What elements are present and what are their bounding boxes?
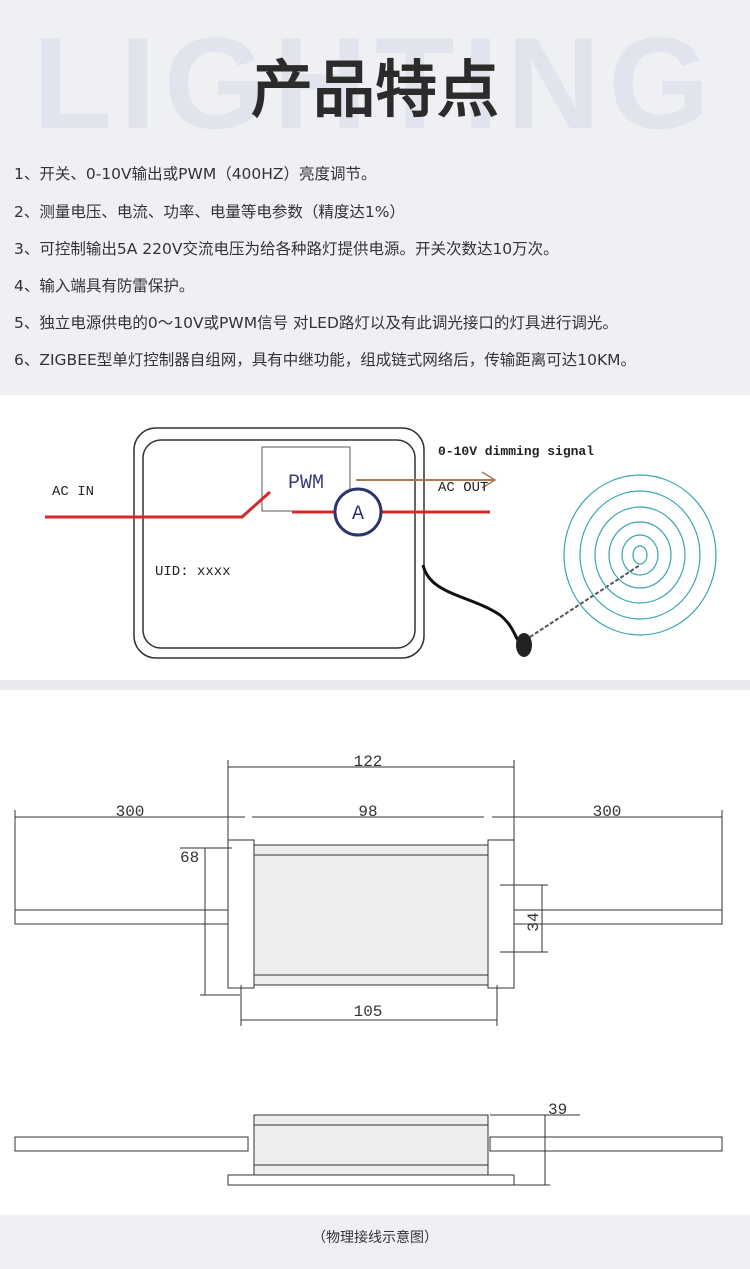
signal-label: 0-10V dimming signal bbox=[438, 444, 594, 459]
dim-300-right: 300 bbox=[593, 803, 622, 821]
dimension-drawing: 122 300 98 300 68 34 105 39 bbox=[0, 690, 750, 1215]
feature-item: 1、开关、0-10V输出或PWM（400HZ）亮度调节。 bbox=[14, 165, 377, 183]
wiring-diagram: PWM 0-10V dimming signal AC IN AC OUT A … bbox=[0, 395, 750, 680]
pwm-label: PWM bbox=[288, 472, 324, 495]
ammeter-label: A bbox=[352, 503, 364, 526]
dim-105: 105 bbox=[354, 1003, 383, 1021]
dim-68: 68 bbox=[180, 849, 199, 867]
feature-item: 5、独立电源供电的0～10V或PWM信号 对LED路灯以及有此调光接口的灯具进行… bbox=[14, 314, 618, 332]
ac-out-label: AC OUT bbox=[438, 480, 488, 496]
page-title: 产品特点 bbox=[250, 53, 499, 126]
dim-34: 34 bbox=[525, 912, 543, 931]
features-section: LIGHTING 产品特点 1、开关、0-10V输出或PWM（400HZ）亮度调… bbox=[0, 0, 750, 395]
caption: （物理接线示意图） bbox=[0, 1215, 750, 1269]
signal-waves-icon bbox=[563, 474, 717, 636]
ac-in-label: AC IN bbox=[52, 484, 94, 500]
uid-label: UID: xxxx bbox=[155, 564, 231, 580]
dim-39: 39 bbox=[548, 1101, 567, 1119]
divider bbox=[0, 680, 750, 690]
feature-item: 2、测量电压、电流、功率、电量等电参数（精度达1%） bbox=[14, 203, 405, 221]
feature-item: 4、输入端具有防雷保护。 bbox=[14, 277, 195, 295]
antenna-icon bbox=[516, 633, 532, 657]
feature-item: 3、可控制输出5A 220V交流电压为给各种路灯提供电源。开关次数达10万次。 bbox=[14, 240, 559, 258]
feature-item: 6、ZIGBEE型单灯控制器自组网，具有中继功能，组成链式网络后，传输距离可达1… bbox=[14, 351, 637, 369]
watermark: LIGHTING bbox=[32, 10, 718, 156]
dim-122: 122 bbox=[354, 753, 383, 771]
dim-300-left: 300 bbox=[116, 803, 145, 821]
dim-98: 98 bbox=[358, 803, 377, 821]
